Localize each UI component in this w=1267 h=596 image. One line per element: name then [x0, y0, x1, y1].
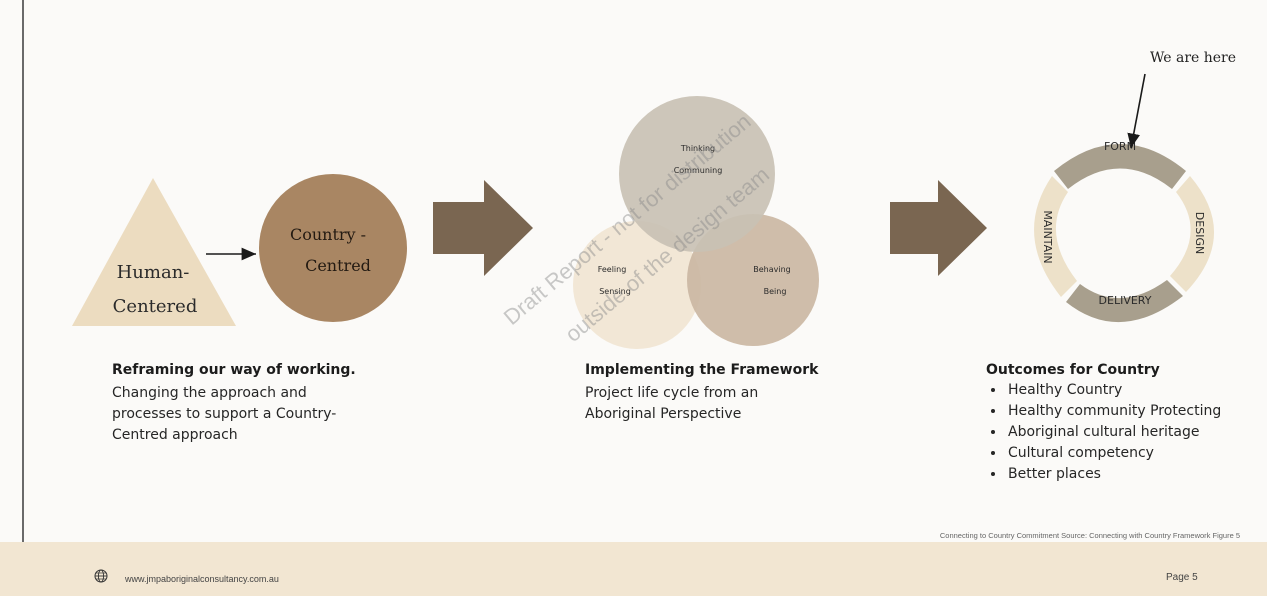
we-are-here-label: We are here — [1150, 50, 1237, 66]
cycle-segment-form — [1054, 144, 1186, 189]
page-number: Page 5 — [1166, 572, 1198, 583]
triangle-label-line2: Centered — [113, 296, 198, 317]
outcome-item: Healthy Country — [1006, 380, 1221, 401]
source-caption: Connecting to Country Commitment Source:… — [939, 531, 1240, 540]
step3-title: Outcomes for Country — [986, 362, 1160, 378]
stage-design: DESIGN — [1193, 212, 1206, 254]
website-link[interactable]: www.jmpaboriginalconsultancy.com.au — [125, 574, 279, 584]
outcome-item: Aboriginal cultural heritage — [1006, 422, 1221, 443]
venn-left-line1: Feeling — [598, 265, 627, 274]
human-centered-triangle — [72, 178, 236, 326]
triangle-label-line1: Human- — [117, 262, 190, 283]
cycle-segment-delivery — [1066, 280, 1183, 323]
project-cycle: FORM DESIGN DELIVERY MAINTAIN — [1034, 73, 1215, 323]
cycle-segment-maintain — [1034, 176, 1077, 297]
outcomes-block: Outcomes for Country Healthy Country Hea… — [986, 362, 1221, 485]
circle-label-line1: Country - — [290, 225, 366, 244]
step2-text: Project life cycle from an Aboriginal Pe… — [585, 383, 758, 425]
step2-text-line: Project life cycle from an — [585, 385, 759, 401]
venn-top-line1: Thinking — [680, 144, 715, 153]
step1-text: Changing the approach and processes to s… — [112, 383, 336, 446]
step1-text-line: processes to support a Country- — [112, 406, 337, 422]
venn-right-line2: Being — [764, 287, 787, 296]
circle-label-line2: Centred — [305, 256, 371, 275]
venn-left-line2: Sensing — [599, 287, 631, 296]
pointer-arrow — [1127, 73, 1146, 149]
venn-diagram: Thinking Communing Feeling Sensing Behav… — [573, 96, 819, 349]
outcome-item: Cultural competency — [1006, 443, 1221, 464]
outcome-item: Better places — [1006, 464, 1221, 485]
globe-icon — [94, 569, 108, 583]
country-centred-circle — [259, 174, 407, 322]
flow-arrow-1 — [433, 180, 533, 276]
step1-graphic: Human- Centered Country - Centred — [72, 174, 407, 326]
footer-bar — [0, 542, 1267, 596]
step1-text-line: Centred approach — [112, 427, 238, 443]
outcomes-list: Healthy Country Healthy community Protec… — [986, 380, 1221, 485]
stage-maintain: MAINTAIN — [1041, 210, 1054, 263]
step2-title: Implementing the Framework — [585, 362, 819, 378]
cycle-segment-design — [1170, 176, 1215, 292]
step2-text-line: Aboriginal Perspective — [585, 406, 742, 422]
step1-text-line: Changing the approach and — [112, 385, 307, 401]
venn-top-line2: Communing — [674, 166, 723, 175]
step1-title: Reframing our way of working. — [112, 362, 356, 378]
venn-right-line1: Behaving — [753, 265, 791, 274]
venn-circle-top — [619, 96, 775, 252]
venn-circle-left — [573, 221, 701, 349]
left-margin-rule — [22, 0, 24, 596]
outcome-item: Healthy community Protecting — [1006, 401, 1221, 422]
stage-delivery: DELIVERY — [1099, 294, 1152, 307]
flow-arrow-2 — [890, 180, 987, 276]
